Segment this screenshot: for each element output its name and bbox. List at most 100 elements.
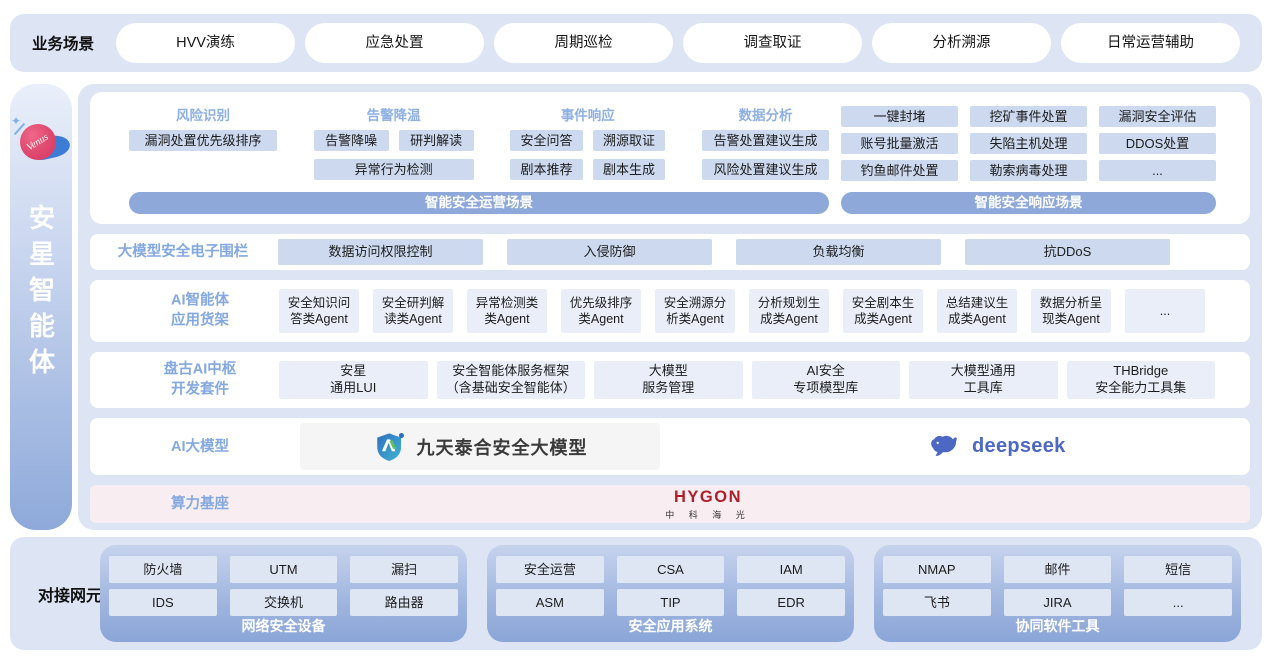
agent-item: 分析规划生 成类Agent bbox=[749, 289, 829, 333]
network-item: EDR bbox=[737, 589, 845, 616]
agent-item: 数据分析呈 现类Agent bbox=[1031, 289, 1111, 333]
group-title: 安全应用系统 bbox=[628, 618, 713, 634]
network-item: ... bbox=[1124, 589, 1232, 616]
pangu-item: 大模型通用 工具库 bbox=[909, 361, 1058, 399]
network-item: UTM bbox=[229, 556, 338, 583]
ops-item: 漏洞处置优先级排序 bbox=[129, 130, 277, 151]
group-security-applications: 安全运营 CSA IAM ASM TIP EDR 安全应用系统 bbox=[487, 545, 854, 642]
scenario-pill: 应急处置 bbox=[305, 23, 485, 63]
agent-item: 安全溯源分 析类Agent bbox=[655, 289, 735, 333]
scenario-panel: 风险识别 漏洞处置优先级排序 告警降温 告警降噪 研判解读 异常行为检测 事件响… bbox=[90, 92, 1250, 224]
product-sidebar: ✦ Venus 安星智能体 bbox=[10, 84, 72, 530]
ops-column-analysis: 数据分析 告警处置建议生成 风险处置建议生成 bbox=[701, 108, 829, 188]
scenario-pill: 周期巡检 bbox=[494, 23, 674, 63]
venus-planet-icon: Venus bbox=[20, 124, 56, 160]
ops-item: 剧本推荐 bbox=[510, 159, 583, 180]
ops-item: 风险处置建议生成 bbox=[701, 159, 829, 180]
business-scenarios-bar: 业务场景 HVV演练 应急处置 周期巡检 调查取证 分析溯源 日常运营辅助 bbox=[10, 14, 1262, 72]
agent-item: ... bbox=[1125, 289, 1205, 333]
jiutian-logo-text: 九天泰合安全大模型 bbox=[416, 437, 588, 458]
agent-item: 安全研判解 读类Agent bbox=[373, 289, 453, 333]
agents-panel: AI智能体 应用货架 安全知识问 答类Agent 安全研判解 读类Agent 异… bbox=[90, 280, 1250, 342]
architecture-container: 风险识别 漏洞处置优先级排序 告警降温 告警降噪 研判解读 异常行为检测 事件响… bbox=[78, 84, 1262, 530]
hygon-logo-text: HYGON bbox=[673, 488, 742, 506]
deepseek-logo: deepseek bbox=[928, 418, 1066, 475]
ops-item: 安全问答 bbox=[510, 130, 583, 151]
response-item: ... bbox=[1099, 160, 1216, 181]
response-item: 失陷主机处理 bbox=[970, 133, 1087, 154]
scenario-pill: 日常运营辅助 bbox=[1061, 23, 1241, 63]
deepseek-whale-icon bbox=[931, 435, 957, 456]
network-item: JIRA bbox=[1003, 589, 1112, 616]
pangu-item: 安全智能体服务框架 （含基础安全智能体） bbox=[436, 361, 585, 399]
ops-item: 溯源取证 bbox=[592, 130, 666, 151]
network-item: 邮件 bbox=[1003, 556, 1112, 583]
pangu-item: 大模型 服务管理 bbox=[594, 361, 743, 399]
scenario-pill: HVV演练 bbox=[116, 23, 296, 63]
models-panel: AI大模型 九天泰合安全大模型 deepseek bbox=[90, 418, 1250, 475]
group-collaboration-tools: NMAP 邮件 短信 飞书 JIRA ... 协同软件工具 bbox=[874, 545, 1241, 642]
ops-footer-bar: 智能安全运营场景 bbox=[129, 192, 829, 214]
fence-item: 入侵防御 bbox=[507, 239, 712, 265]
fence-item: 负载均衡 bbox=[736, 239, 941, 265]
ops-column-risk: 风险识别 漏洞处置优先级排序 bbox=[129, 108, 277, 188]
pangu-item: THBridge 安全能力工具集 bbox=[1066, 361, 1215, 399]
ops-item: 异常行为检测 bbox=[313, 159, 474, 180]
ops-item: 研判解读 bbox=[398, 130, 474, 151]
ops-column-incident: 事件响应 安全问答 溯源取证 剧本推荐 剧本生成 bbox=[510, 108, 666, 188]
network-item: 漏扫 bbox=[350, 556, 458, 583]
fence-item: 抗DDoS bbox=[965, 239, 1170, 265]
response-item: 漏洞安全评估 bbox=[1099, 106, 1216, 127]
network-item: ASM bbox=[496, 589, 604, 616]
pangu-item: 安星 通用LUI bbox=[279, 361, 428, 399]
network-item: IDS bbox=[109, 589, 217, 616]
response-item: 挖矿事件处置 bbox=[970, 106, 1087, 127]
ops-column-header: 数据分析 bbox=[738, 108, 793, 123]
ops-item: 告警降噪 bbox=[313, 130, 389, 151]
network-elements-label: 对接网元 bbox=[38, 587, 103, 605]
business-scenarios-label: 业务场景 bbox=[32, 36, 95, 53]
jiutian-logo: 九天泰合安全大模型 bbox=[300, 423, 660, 470]
jiutian-shield-icon bbox=[376, 432, 404, 461]
response-item: 账号批量激活 bbox=[841, 133, 958, 154]
models-label: AI大模型 bbox=[171, 438, 229, 455]
ops-column-header: 告警降温 bbox=[366, 108, 421, 123]
venus-logo-icon: ✦ Venus bbox=[11, 114, 72, 168]
scenario-pill: 分析溯源 bbox=[872, 23, 1052, 63]
network-item: 防火墙 bbox=[109, 556, 217, 583]
network-item: 安全运营 bbox=[496, 556, 604, 583]
pangu-panel: 盘古AI中枢 开发套件 安星 通用LUI 安全智能体服务框架 （含基础安全智能体… bbox=[90, 352, 1250, 408]
agents-label: AI智能体 应用货架 bbox=[171, 292, 229, 329]
empty-slot bbox=[129, 159, 277, 180]
network-item: NMAP bbox=[883, 556, 991, 583]
hygon-logo: HYGON 中 科 海 光 bbox=[658, 488, 758, 521]
pangu-item: AI安全 专项模型库 bbox=[751, 361, 900, 399]
response-item: DDOS处置 bbox=[1099, 133, 1216, 154]
group-title: 协同软件工具 bbox=[1015, 618, 1100, 634]
fence-label: 大模型安全电子围栏 bbox=[117, 243, 249, 260]
ops-column-alert: 告警降温 告警降噪 研判解读 异常行为检测 bbox=[313, 108, 474, 188]
response-item: 勒索病毒处理 bbox=[970, 160, 1087, 181]
compute-panel: 算力基座 HYGON 中 科 海 光 bbox=[90, 485, 1250, 523]
agent-item: 安全剧本生 成类Agent bbox=[843, 289, 923, 333]
agent-item: 安全知识问 答类Agent bbox=[279, 289, 359, 333]
response-region: 一键封堵 挖矿事件处置 漏洞安全评估 账号批量激活 失陷主机处理 DDOS处置 … bbox=[841, 106, 1216, 214]
fence-item: 数据访问权限控制 bbox=[278, 239, 483, 265]
fence-panel: 大模型安全电子围栏 数据访问权限控制 入侵防御 负载均衡 抗DDoS bbox=[90, 234, 1250, 270]
scenario-pill: 调查取证 bbox=[683, 23, 863, 63]
agent-item: 异常检测类 类Agent bbox=[467, 289, 547, 333]
network-item: 交换机 bbox=[229, 589, 338, 616]
response-item: 钓鱼邮件处置 bbox=[841, 160, 958, 181]
ops-item: 剧本生成 bbox=[592, 159, 666, 180]
group-network-security-devices: 防火墙 UTM 漏扫 IDS 交换机 路由器 网络安全设备 bbox=[100, 545, 467, 642]
network-item: 短信 bbox=[1124, 556, 1232, 583]
network-elements-section: 对接网元 防火墙 UTM 漏扫 IDS 交换机 路由器 网络安全设备 安全运营 … bbox=[10, 537, 1262, 650]
hygon-logo-subtext: 中 科 海 光 bbox=[665, 510, 751, 520]
network-item: TIP bbox=[616, 589, 725, 616]
pangu-label: 盘古AI中枢 开发套件 bbox=[163, 361, 237, 398]
network-item: 路由器 bbox=[350, 589, 458, 616]
venus-logo-text: Venus bbox=[25, 131, 51, 153]
ops-column-header: 事件响应 bbox=[560, 108, 615, 123]
operations-region: 风险识别 漏洞处置优先级排序 告警降温 告警降噪 研判解读 异常行为检测 事件响… bbox=[129, 108, 829, 214]
response-item: 一键封堵 bbox=[841, 106, 958, 127]
